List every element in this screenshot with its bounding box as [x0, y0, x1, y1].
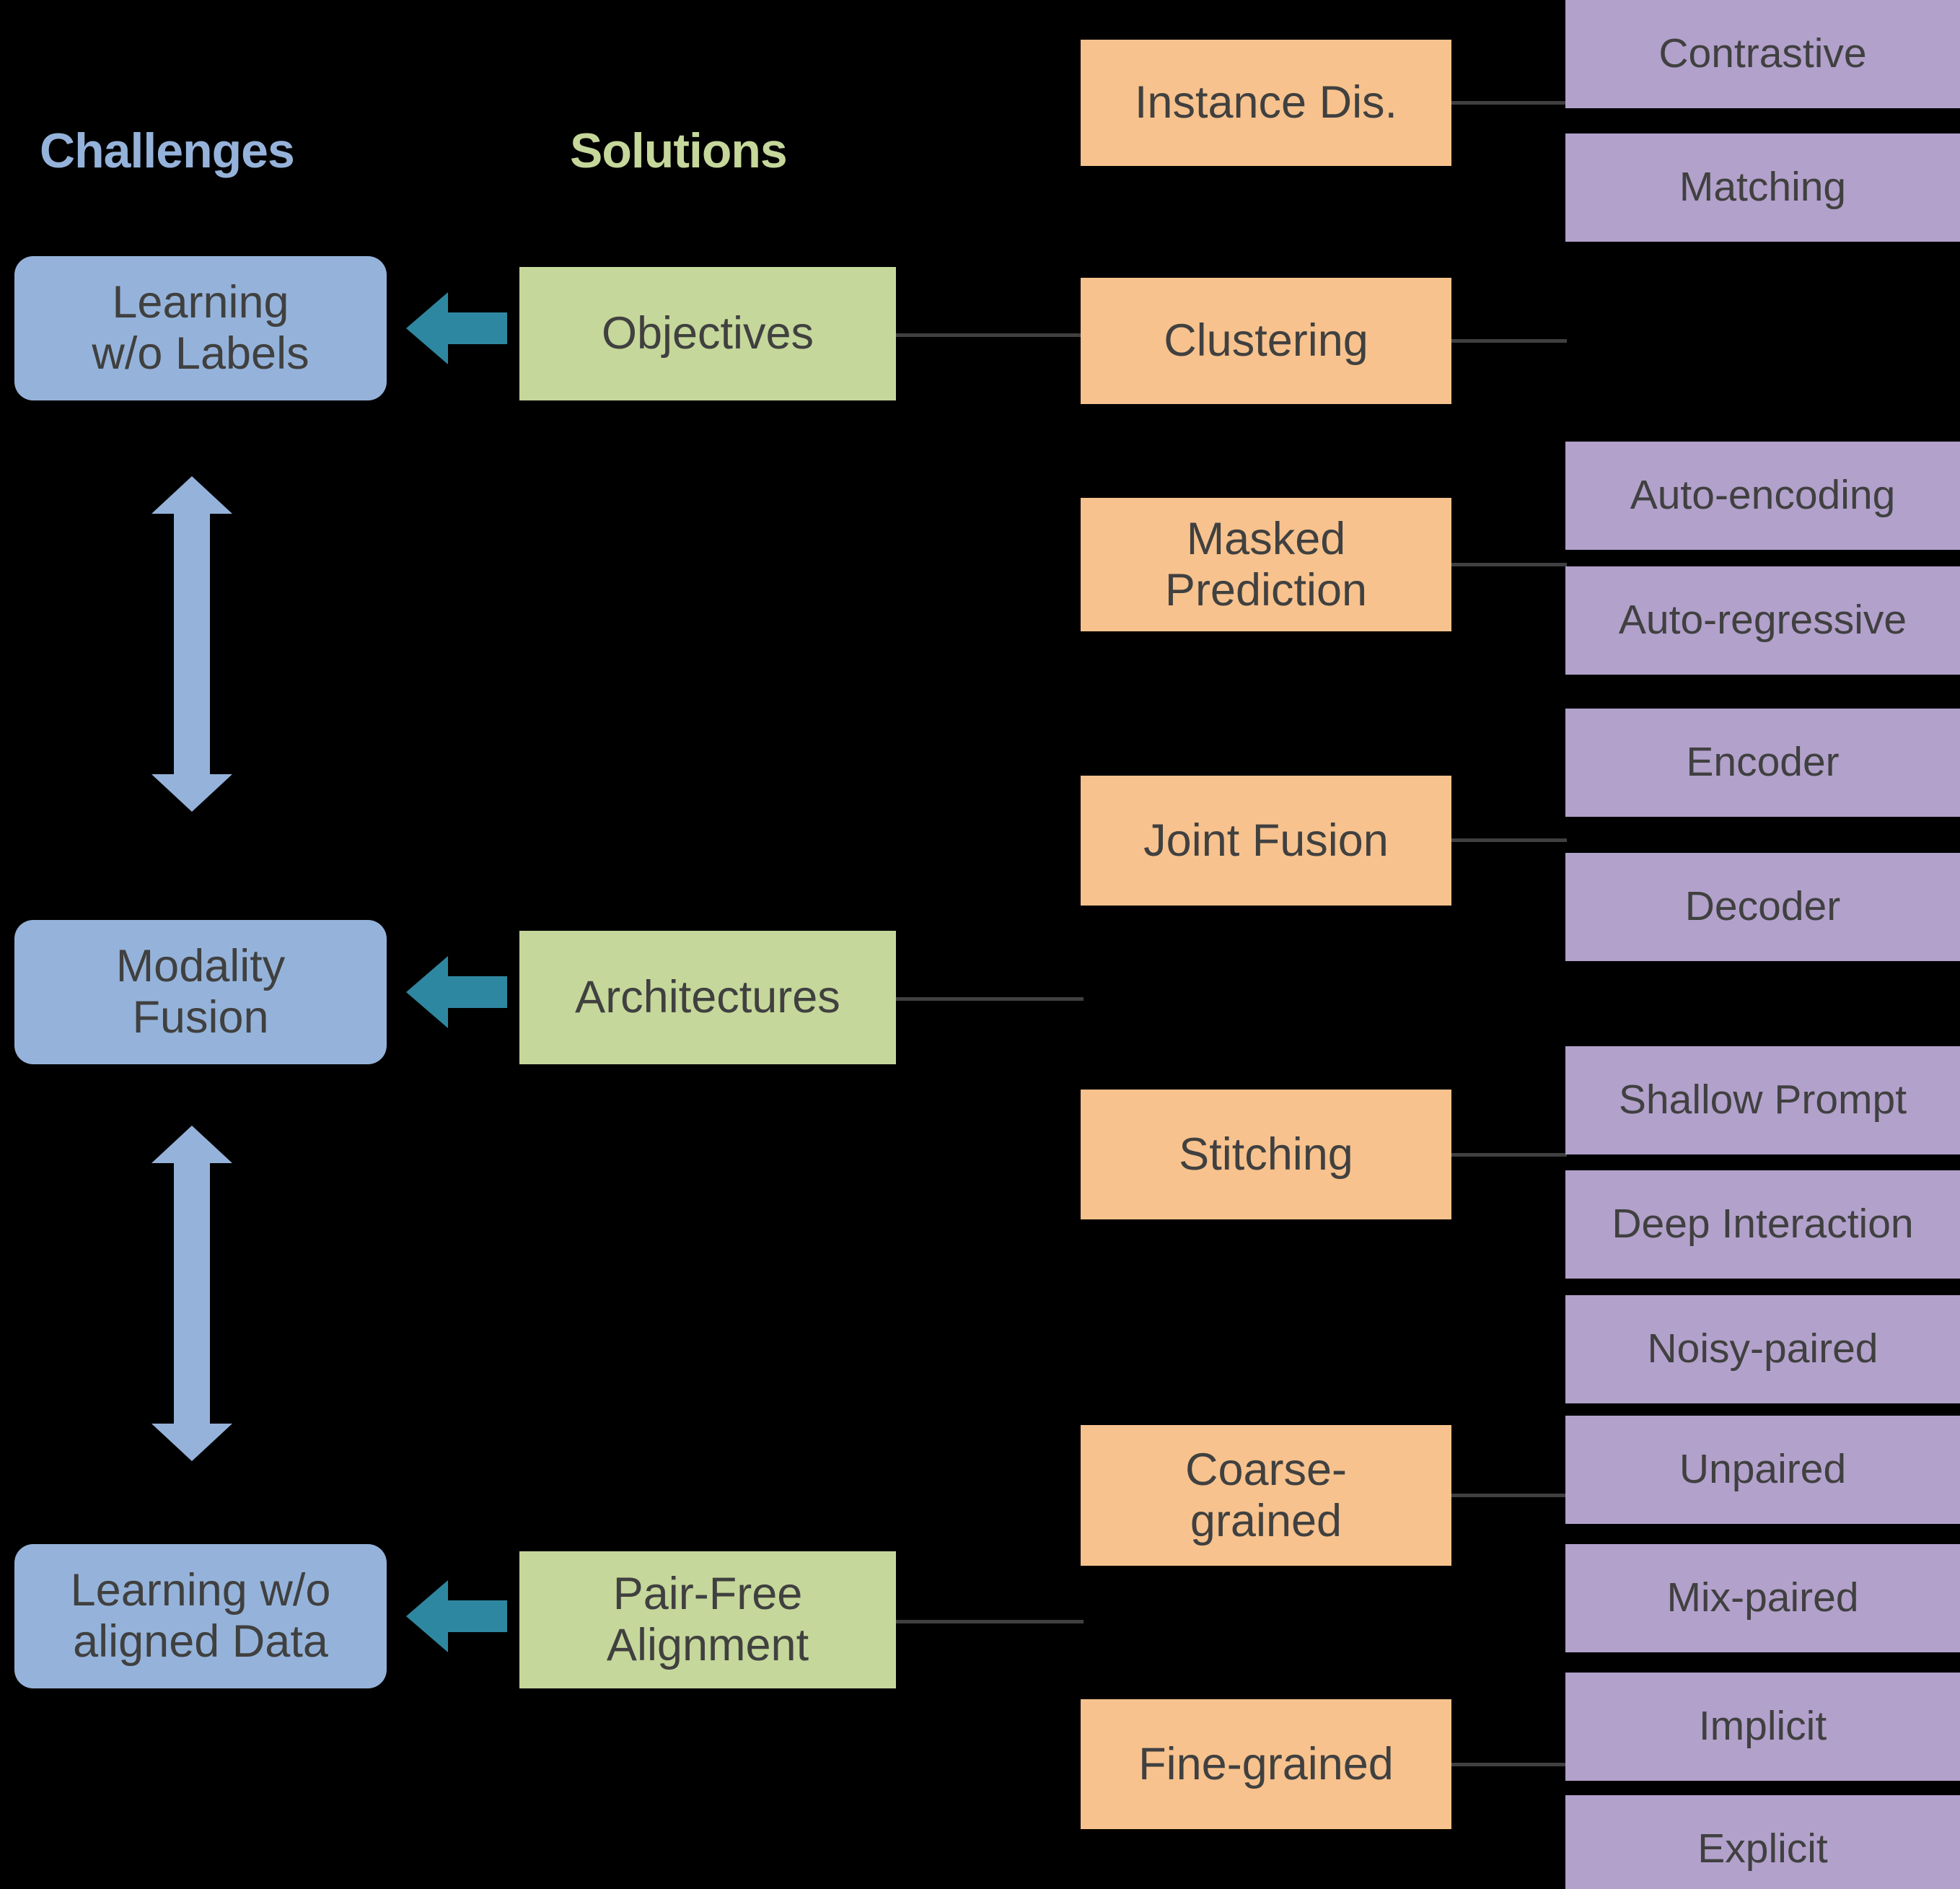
- connector-instance-dis: [1451, 101, 1567, 105]
- arrow-head-down-icon: [151, 1424, 232, 1461]
- subtype-box-implicit[interactable]: Implicit: [1565, 1673, 1960, 1781]
- arrow-shaft: [174, 511, 210, 777]
- arrow-head-up-icon: [151, 1126, 232, 1163]
- subtype-box-explicit[interactable]: Explicit: [1565, 1795, 1960, 1889]
- method-box-instance-dis[interactable]: Instance Dis.: [1081, 40, 1451, 166]
- connector-masked-prediction: [1451, 563, 1567, 566]
- connector-coarse-grained: [1451, 1494, 1567, 1497]
- subtype-box-auto-regressive[interactable]: Auto-regressive: [1565, 566, 1960, 675]
- subtype-box-deep-interaction[interactable]: Deep Interaction: [1565, 1170, 1960, 1279]
- method-box-stitching[interactable]: Stitching: [1081, 1090, 1451, 1219]
- solution-box-architectures[interactable]: Architectures: [519, 931, 896, 1064]
- subtype-box-contrastive[interactable]: Contrastive: [1565, 0, 1960, 108]
- subtype-box-matching[interactable]: Matching: [1565, 133, 1960, 242]
- method-box-joint-fusion[interactable]: Joint Fusion: [1081, 776, 1451, 906]
- subtype-box-encoder[interactable]: Encoder: [1565, 709, 1960, 817]
- arrow-architectures-to-modality-fusion: [406, 956, 507, 1028]
- arrow-head-up-icon: [151, 476, 232, 514]
- arrow-tail: [441, 1600, 507, 1632]
- vertical-double-arrow-lower: [151, 1126, 232, 1461]
- arrow-head-down-icon: [151, 774, 232, 812]
- arrow-objectives-to-learning-wo-labels: [406, 292, 507, 364]
- solution-box-objectives[interactable]: Objectives: [519, 267, 896, 400]
- arrow-shaft: [174, 1160, 210, 1426]
- connector-fine-grained: [1451, 1763, 1567, 1766]
- method-box-fine-grained[interactable]: Fine-grained: [1081, 1699, 1451, 1829]
- connector-objectives: [896, 333, 1084, 337]
- subtype-box-noisy-paired[interactable]: Noisy-paired: [1565, 1295, 1960, 1403]
- method-box-clustering[interactable]: Clustering: [1081, 278, 1451, 404]
- connector-pair-free-alignment: [896, 1620, 1084, 1623]
- column-header-challenges: Challenges: [40, 123, 295, 178]
- connector-joint-fusion: [1451, 838, 1567, 842]
- connector-stitching: [1451, 1153, 1567, 1157]
- arrow-pair-free-alignment-to-learning-wo-aligned-data: [406, 1580, 507, 1652]
- subtype-box-mix-paired[interactable]: Mix-paired: [1565, 1544, 1960, 1652]
- subtype-box-shallow-prompt[interactable]: Shallow Prompt: [1565, 1046, 1960, 1154]
- column-header-solutions: Solutions: [570, 123, 788, 178]
- arrow-tail: [441, 976, 507, 1008]
- subtype-box-decoder[interactable]: Decoder: [1565, 853, 1960, 961]
- connector-clustering: [1451, 339, 1567, 343]
- subtype-box-auto-encoding[interactable]: Auto-encoding: [1565, 442, 1960, 550]
- subtype-box-unpaired[interactable]: Unpaired: [1565, 1416, 1960, 1524]
- method-box-coarse-grained[interactable]: Coarse-grained: [1081, 1425, 1451, 1566]
- connector-architectures: [896, 997, 1084, 1001]
- vertical-double-arrow-upper: [151, 476, 232, 812]
- arrow-tail: [441, 312, 507, 344]
